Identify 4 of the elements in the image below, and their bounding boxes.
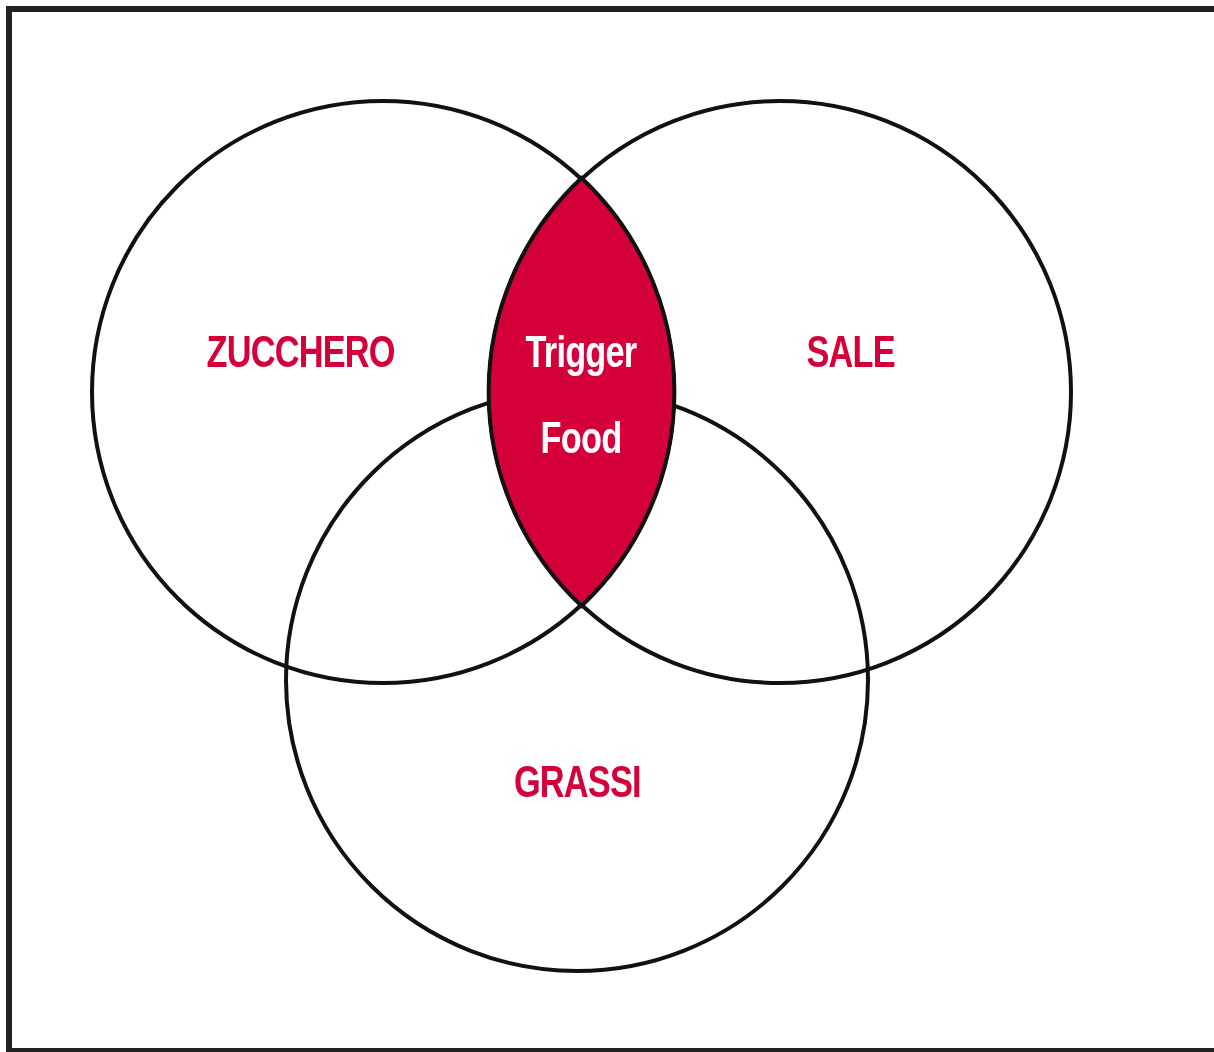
set-label: SALE	[805, 327, 895, 377]
set-label: Trigger Food	[524, 326, 638, 464]
set-label: GRASSI	[513, 757, 641, 807]
set-label: ZUCCHERO	[206, 327, 395, 377]
